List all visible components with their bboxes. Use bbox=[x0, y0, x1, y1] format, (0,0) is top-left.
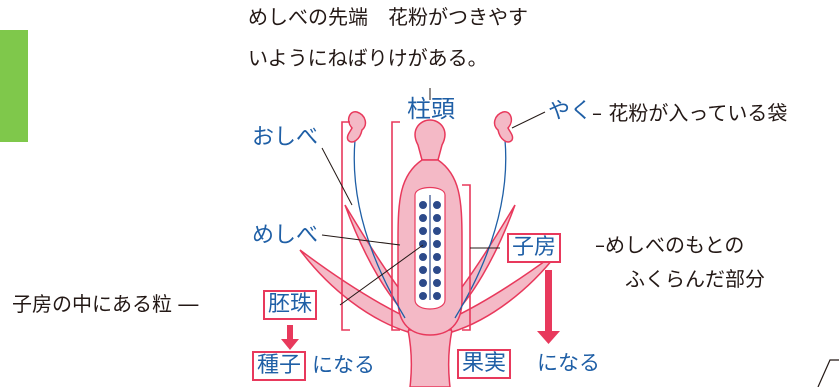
fruit-box: 果実 bbox=[457, 349, 512, 379]
ovule-leader bbox=[339, 244, 424, 306]
left-anther bbox=[346, 111, 367, 143]
anther-description: – 花粉が入っている袋 bbox=[592, 101, 788, 125]
brackets bbox=[341, 121, 471, 331]
fruit-arrow-shaft bbox=[545, 270, 552, 332]
fruit-suffix: になる bbox=[537, 351, 600, 375]
stigma-label: 柱頭 bbox=[407, 95, 455, 123]
arrows bbox=[281, 270, 560, 350]
leader-lines bbox=[321, 88, 546, 306]
ovary-box: 子房 bbox=[507, 233, 562, 263]
pistil-leader bbox=[321, 234, 401, 246]
stem bbox=[407, 329, 453, 387]
seed-arrow-shaft bbox=[287, 325, 293, 339]
pistil-label: めしべ bbox=[252, 223, 319, 248]
seed-box: 種子 bbox=[252, 351, 307, 381]
ovary-description-line1: –めしべのもとの bbox=[595, 233, 745, 257]
ovary-description-line2: ふくらんだ部分 bbox=[625, 267, 765, 291]
stigma-note-line2: いようにねばりけがある。 bbox=[248, 46, 488, 70]
anthers bbox=[346, 111, 514, 143]
right-anther bbox=[493, 111, 514, 143]
seed-suffix: になる bbox=[312, 353, 375, 377]
stamens bbox=[353, 139, 507, 319]
ovary-bracket bbox=[462, 184, 471, 331]
stigma-note-line1: めしべの先端 花粉がつきやす bbox=[248, 5, 528, 29]
seed-arrow-head bbox=[281, 339, 299, 350]
ovule-description: 子房の中にある粒 ― bbox=[12, 292, 199, 316]
stamen-bracket bbox=[341, 121, 350, 331]
stamen-leader bbox=[321, 147, 353, 206]
fruit-arrow-head bbox=[537, 331, 560, 344]
stamen-label: おしべ bbox=[252, 125, 319, 150]
left-filament bbox=[353, 139, 406, 319]
right-filament bbox=[454, 139, 507, 319]
pistil-bracket bbox=[391, 121, 400, 331]
stigma-shape bbox=[414, 119, 446, 161]
anther-label: やく bbox=[548, 99, 593, 124]
ovule-box: 胚珠 bbox=[263, 290, 318, 320]
sidebar-accent-bar bbox=[0, 30, 28, 142]
anther-leader bbox=[511, 111, 546, 129]
partial-edge-shape bbox=[817, 359, 839, 387]
